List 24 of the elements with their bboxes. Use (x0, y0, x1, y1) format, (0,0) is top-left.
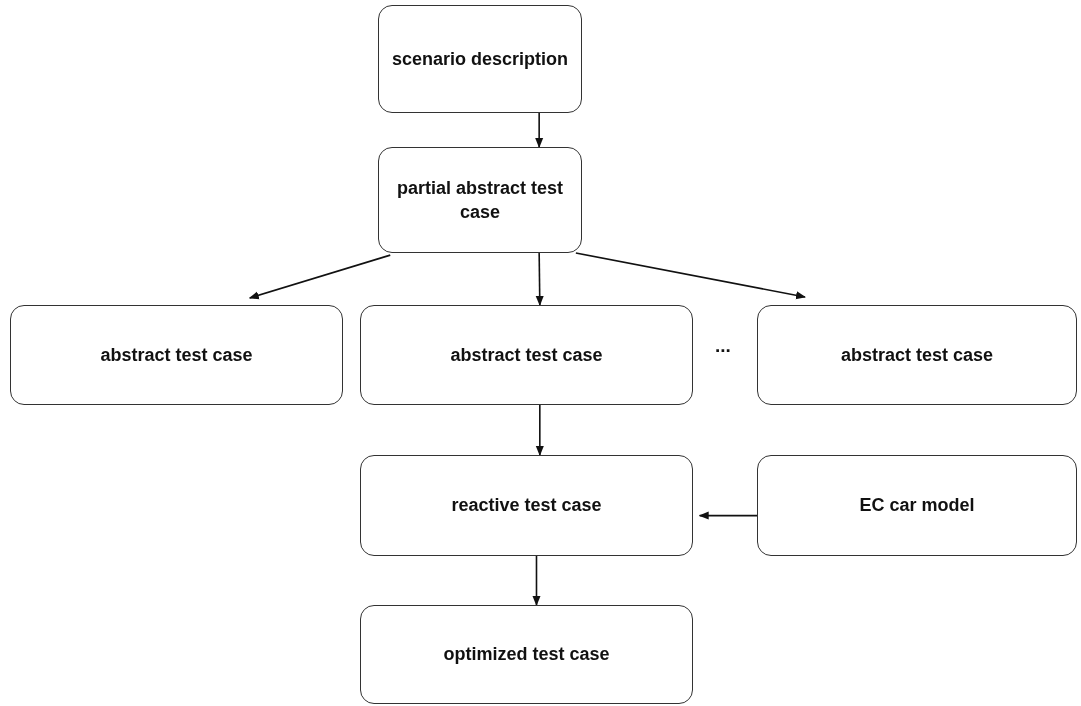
arrow (248, 254, 392, 300)
process-box (378, 5, 582, 113)
process-box (757, 305, 1077, 405)
process-box (10, 305, 343, 405)
box-label: abstract test case (100, 343, 253, 367)
arrow (532, 555, 541, 606)
process-box (360, 455, 693, 556)
arrow (575, 252, 806, 300)
process-box (360, 605, 693, 704)
box-label: abstract test case (450, 343, 603, 367)
box-label: partial abstract test case (395, 176, 565, 224)
box-label: scenario description (391, 47, 569, 71)
arrow (535, 252, 544, 306)
arrow (535, 404, 544, 456)
arrow (698, 511, 758, 520)
process-box (378, 147, 582, 253)
process-box (360, 305, 693, 405)
arrow (535, 112, 544, 148)
ellipsis-label: ... (715, 335, 731, 357)
box-label: optimized test case (443, 643, 610, 667)
box-label: abstract test case (840, 343, 994, 367)
box-label: reactive test case (451, 494, 602, 518)
box-label: EC car model (859, 494, 975, 518)
process-box (757, 455, 1077, 556)
